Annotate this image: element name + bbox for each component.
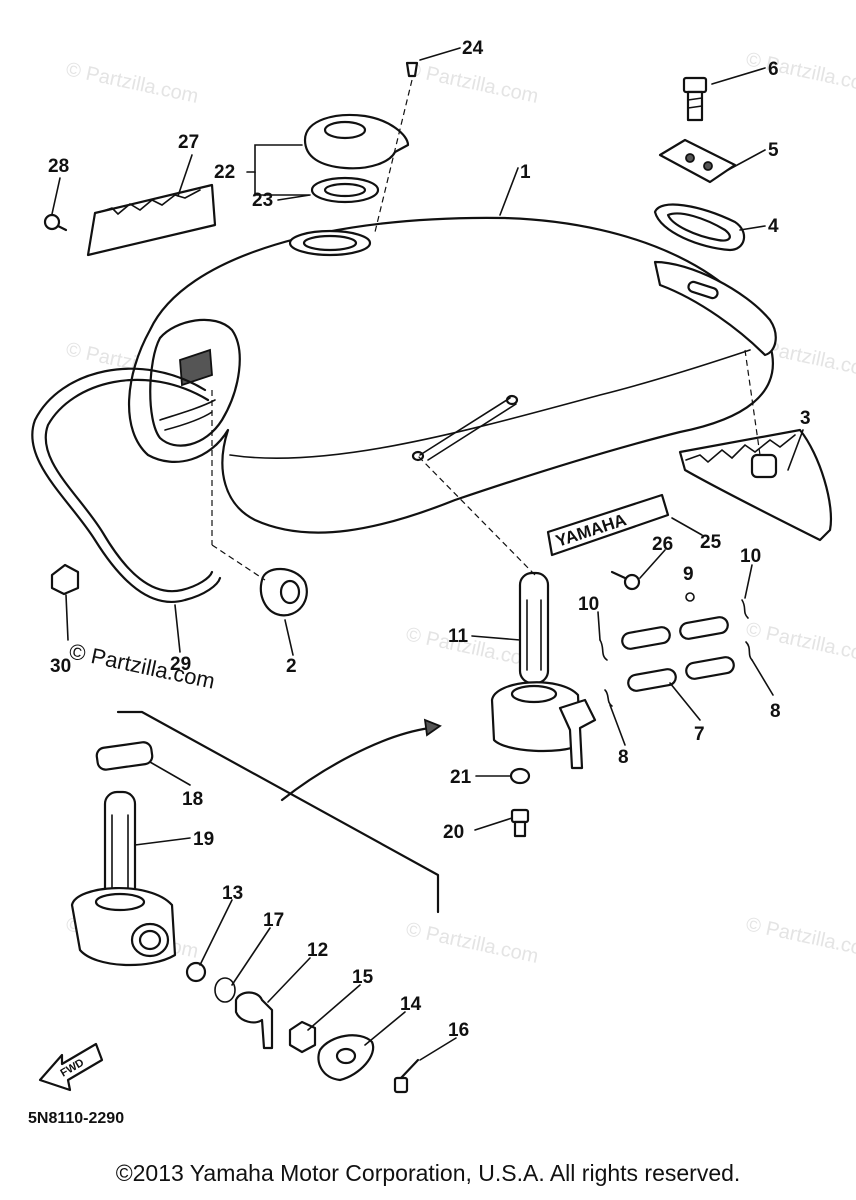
rear-mount-hardware bbox=[653, 76, 746, 252]
detail-pointer bbox=[116, 710, 442, 914]
callout-22: 22 bbox=[214, 162, 235, 183]
watermark-text: © Partzilla.com bbox=[744, 48, 856, 98]
watermark-dark-text: © Partzilla.com bbox=[67, 638, 217, 693]
callout-7: 7 bbox=[694, 724, 705, 745]
damper-set bbox=[599, 592, 753, 707]
yamaha-emblem: YAMAHA bbox=[546, 493, 670, 557]
callout-10: 10 bbox=[578, 594, 599, 615]
copyright-notice: ©2013 Yamaha Motor Corporation, U.S.A. A… bbox=[115, 1160, 741, 1186]
diagram-part-number: 5N8110-2290 bbox=[28, 1110, 124, 1127]
callout-30: 30 bbox=[50, 656, 71, 677]
drain-cap bbox=[211, 390, 308, 617]
fuel-hose bbox=[31, 367, 222, 603]
callout-13: 13 bbox=[222, 883, 243, 904]
callout-10b: 10 bbox=[740, 546, 761, 567]
emblem-plate bbox=[43, 183, 217, 257]
callout-21: 21 bbox=[450, 767, 472, 788]
callout-17: 17 bbox=[263, 910, 284, 931]
callout-1: 1 bbox=[520, 162, 531, 183]
callout-19: 19 bbox=[193, 829, 214, 850]
watermark-text: © Partzilla.com bbox=[744, 913, 856, 963]
callout-labels: 1 2 3 4 5 6 7 8 8 9 10 10 11 12 13 14 15… bbox=[48, 38, 811, 1041]
callout-16: 16 bbox=[448, 1020, 469, 1041]
fuel-cock-main bbox=[417, 455, 597, 770]
callout-14: 14 bbox=[400, 994, 422, 1015]
fuel-cap-assembly bbox=[303, 61, 419, 233]
watermark-text: © Partzilla.com bbox=[404, 58, 540, 108]
callout-4: 4 bbox=[768, 216, 779, 237]
callout-11: 11 bbox=[448, 626, 469, 647]
callout-2: 2 bbox=[286, 656, 297, 677]
screw-26 bbox=[610, 570, 641, 591]
callout-25: 25 bbox=[700, 532, 722, 553]
callout-3: 3 bbox=[800, 408, 811, 429]
callout-18: 18 bbox=[182, 789, 203, 810]
leader-lines bbox=[51, 47, 804, 1061]
callout-24: 24 bbox=[462, 38, 484, 59]
watermark-text: © Partzilla.com bbox=[404, 918, 540, 968]
callout-27: 27 bbox=[178, 132, 199, 153]
callout-28: 28 bbox=[48, 156, 69, 177]
fuel-cock-detail bbox=[70, 741, 420, 1094]
callout-8: 8 bbox=[618, 747, 629, 768]
callout-9: 9 bbox=[683, 564, 694, 585]
callout-23: 23 bbox=[252, 190, 273, 211]
callout-26: 26 bbox=[652, 534, 673, 555]
watermark-text: © Partzilla.com bbox=[744, 618, 856, 668]
callout-20: 20 bbox=[443, 822, 464, 843]
callout-5: 5 bbox=[768, 140, 779, 161]
tank-emblem-text: YAMAHA bbox=[553, 510, 628, 551]
fwd-arrow-icon: FWD bbox=[38, 1042, 104, 1092]
fuel-cock-fasteners bbox=[509, 767, 531, 838]
fuel-tank bbox=[127, 216, 777, 534]
callout-15: 15 bbox=[352, 967, 374, 988]
callout-8b: 8 bbox=[770, 701, 781, 722]
watermark-text: © Partzilla.com bbox=[64, 58, 200, 108]
callout-12: 12 bbox=[307, 940, 328, 961]
callout-6: 6 bbox=[768, 59, 779, 80]
callout-29: 29 bbox=[170, 654, 191, 675]
